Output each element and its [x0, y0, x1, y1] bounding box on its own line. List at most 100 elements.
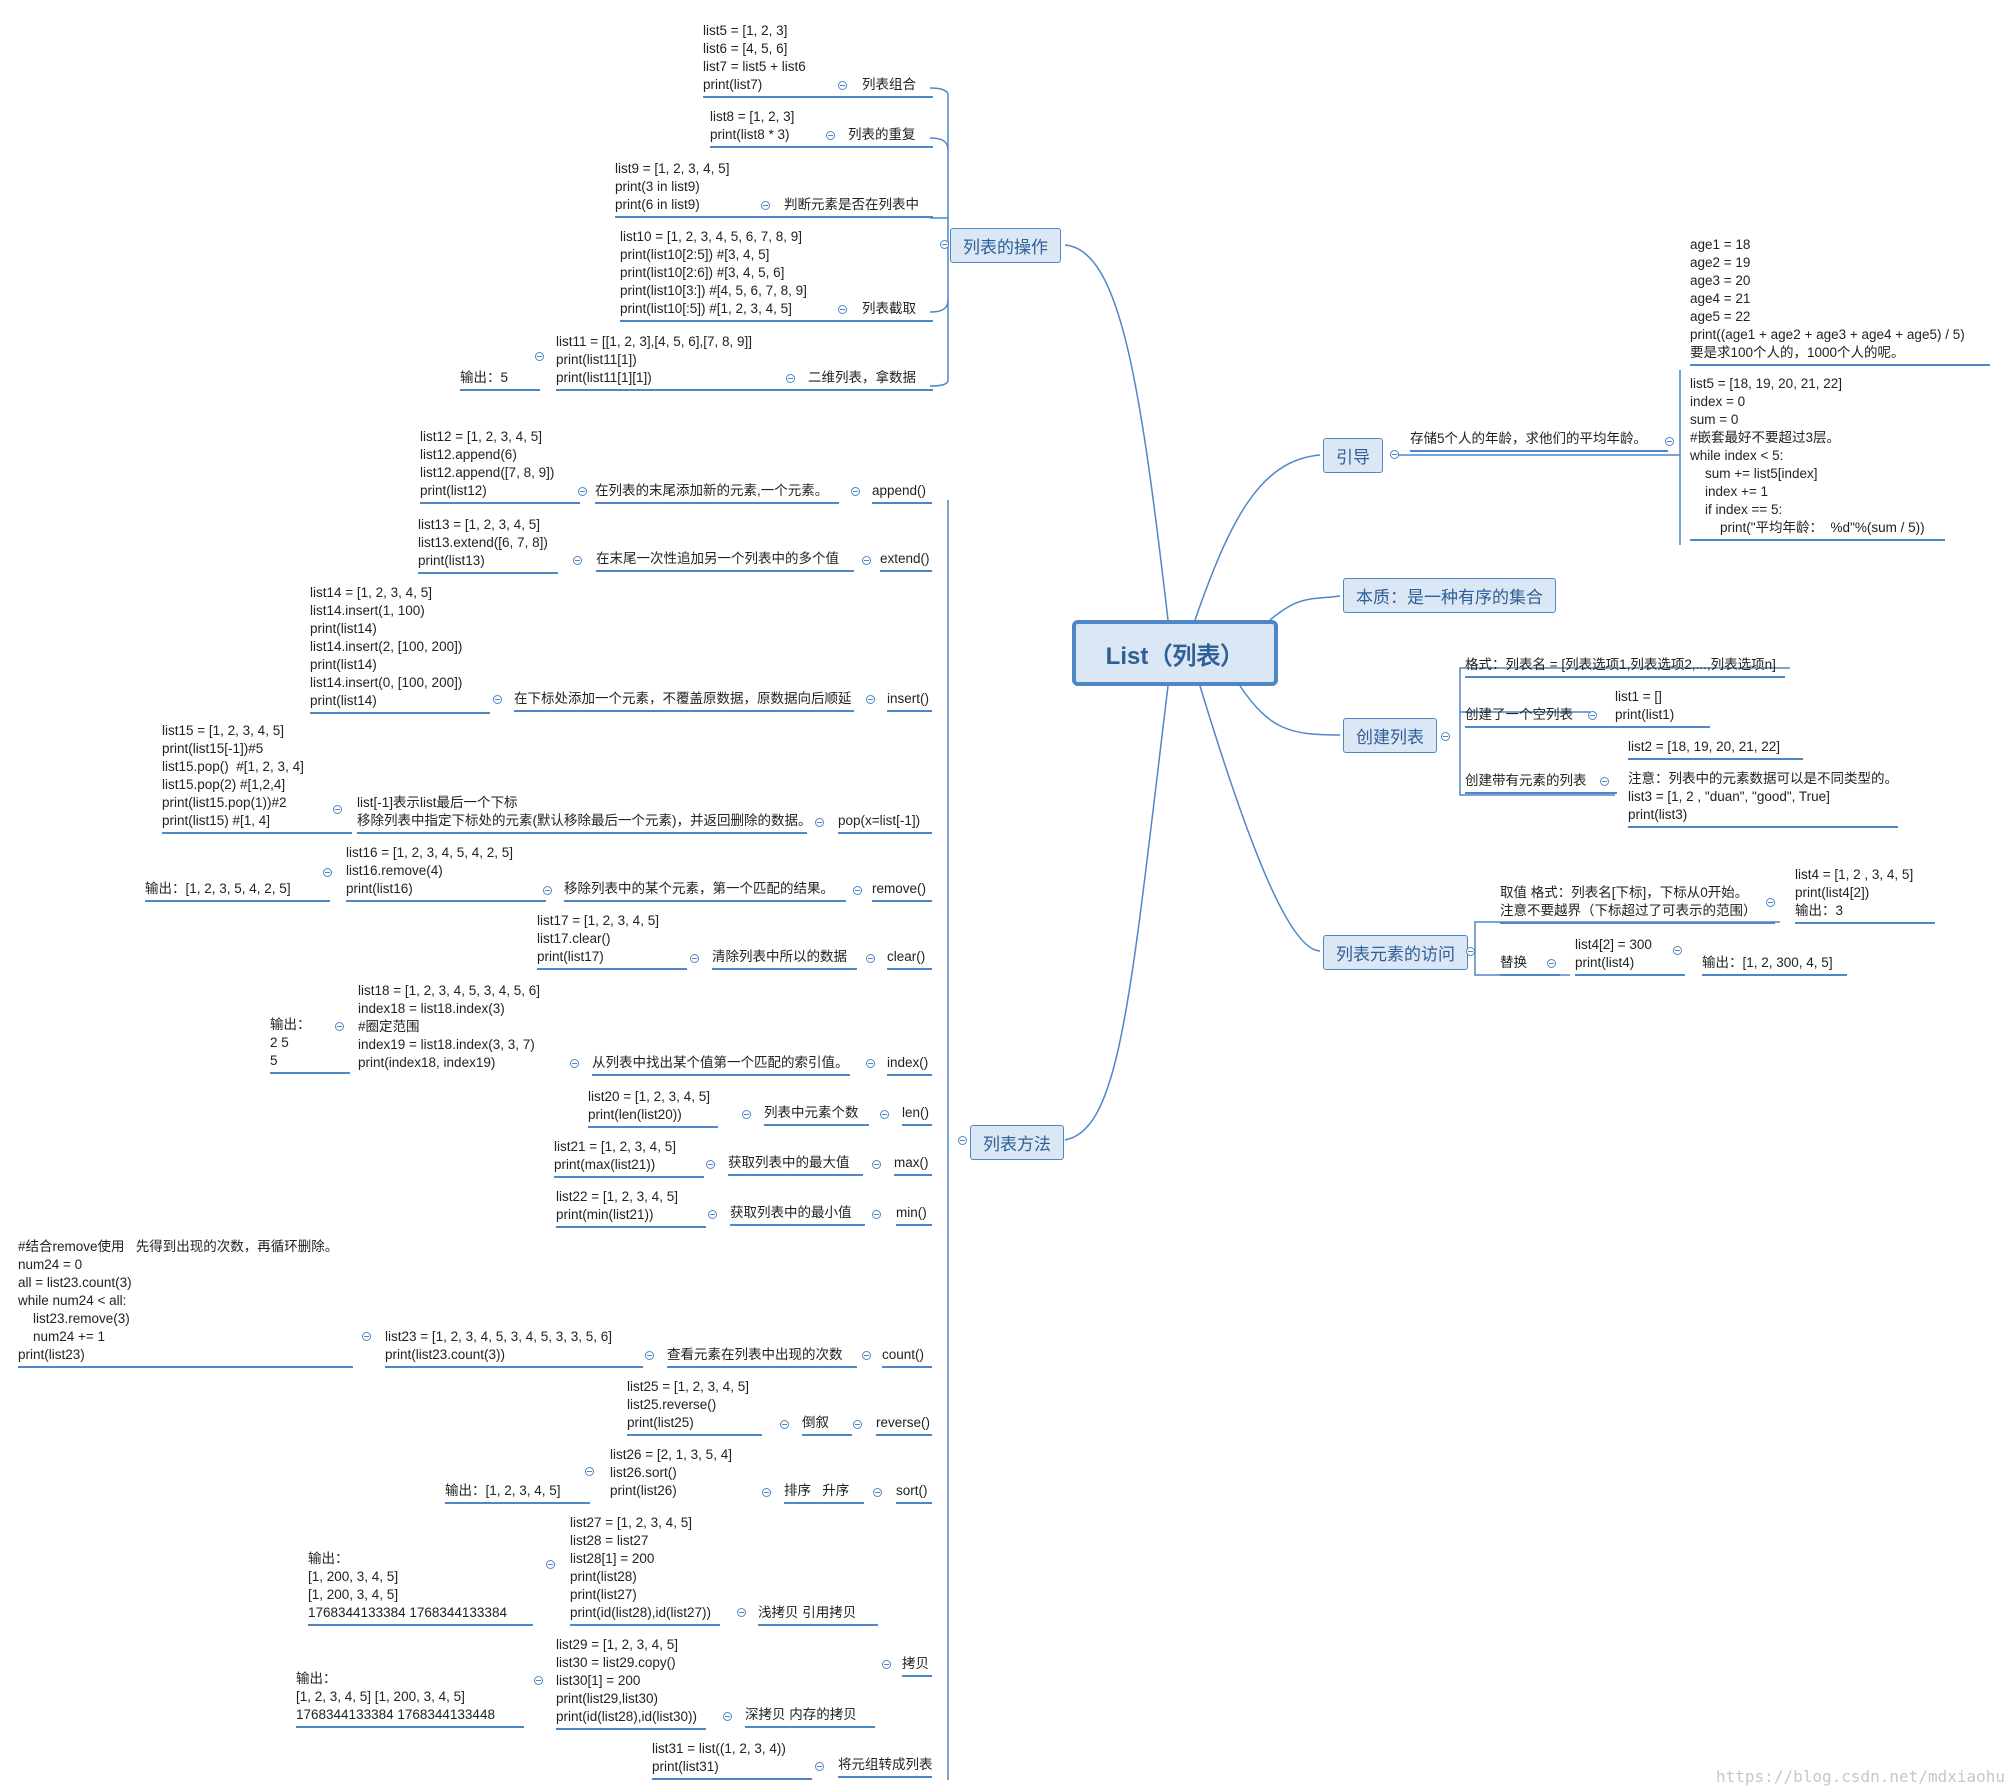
sort-method[interactable]: sort() [896, 1482, 932, 1504]
collapse-toggle-icon[interactable] [323, 868, 332, 877]
collapse-toggle-icon[interactable] [333, 805, 342, 814]
collapse-toggle-icon[interactable] [706, 1160, 715, 1169]
deep-copy-label[interactable]: 深拷贝 内存的拷贝 [745, 1706, 875, 1728]
branch-create-list[interactable]: 创建列表 [1343, 718, 1437, 753]
collapse-toggle-icon[interactable] [762, 1488, 771, 1497]
pop-method[interactable]: pop(x=list[-1]) [838, 812, 932, 834]
collapse-toggle-icon[interactable] [815, 818, 824, 827]
branch-essence[interactable]: 本质：是一种有序的集合 [1343, 578, 1556, 613]
collapse-toggle-icon[interactable] [872, 1210, 881, 1219]
len-method[interactable]: len() [902, 1104, 932, 1126]
count-method[interactable]: count() [882, 1346, 932, 1368]
collapse-toggle-icon[interactable] [872, 1160, 881, 1169]
shallow-copy-label[interactable]: 浅拷贝 引用拷贝 [758, 1604, 878, 1626]
combine-label[interactable]: 列表组合 [862, 77, 916, 92]
collapse-toggle-icon[interactable] [1441, 732, 1450, 741]
collapse-toggle-icon[interactable] [826, 131, 835, 140]
collapse-toggle-icon[interactable] [786, 374, 795, 383]
collapse-toggle-icon[interactable] [761, 201, 770, 210]
collapse-toggle-icon[interactable] [1466, 947, 1475, 956]
index-method[interactable]: index() [887, 1054, 932, 1076]
branch-list-methods[interactable]: 列表方法 [970, 1125, 1064, 1160]
collapse-toggle-icon[interactable] [546, 1560, 555, 1569]
collapse-toggle-icon[interactable] [853, 1420, 862, 1429]
collapse-toggle-icon[interactable] [708, 1210, 717, 1219]
collapse-toggle-icon[interactable] [493, 695, 502, 704]
collapse-toggle-icon[interactable] [723, 1712, 732, 1721]
branch-intro[interactable]: 引导 [1323, 438, 1383, 473]
collapse-toggle-icon[interactable] [535, 352, 544, 361]
collapse-toggle-icon[interactable] [737, 1608, 746, 1617]
remove-desc: 移除列表中的某个元素，第一个匹配的结果。 [564, 880, 846, 902]
extend-method[interactable]: extend() [880, 550, 932, 572]
append-method[interactable]: append() [872, 482, 932, 504]
collapse-toggle-icon[interactable] [1390, 450, 1399, 459]
collapse-toggle-icon[interactable] [853, 886, 862, 895]
collapse-toggle-icon[interactable] [866, 954, 875, 963]
collapse-toggle-icon[interactable] [1665, 437, 1674, 446]
collapse-toggle-icon[interactable] [862, 1351, 871, 1360]
collapse-toggle-icon[interactable] [873, 1488, 882, 1497]
tuple-label[interactable]: 将元组转成列表 [838, 1756, 933, 1778]
collapse-toggle-icon[interactable] [573, 556, 582, 565]
2d-list-code: list11 = [[1, 2, 3],[4, 5, 6],[7, 8, 9]]… [556, 333, 933, 391]
collapse-toggle-icon[interactable] [862, 556, 871, 565]
collapse-toggle-icon[interactable] [851, 487, 860, 496]
repeat-label[interactable]: 列表的重复 [848, 127, 916, 142]
slice-label[interactable]: 列表截取 [862, 301, 916, 316]
collapse-toggle-icon[interactable] [880, 1110, 889, 1119]
collapse-toggle-icon[interactable] [1766, 898, 1775, 907]
branch-element-access[interactable]: 列表元素的访问 [1323, 935, 1468, 970]
collapse-toggle-icon[interactable] [335, 1022, 344, 1031]
2d-list-label[interactable]: 二维列表，拿数据 [808, 370, 916, 385]
create-with-elements-code2: 注意：列表中的元素数据可以是不同类型的。 list3 = [1, 2 , "du… [1628, 770, 1898, 828]
collapse-toggle-icon[interactable] [362, 1332, 371, 1341]
max-method[interactable]: max() [894, 1154, 932, 1176]
intro-question[interactable]: 存储5个人的年龄，求他们的平均年龄。 [1410, 430, 1668, 452]
collapse-toggle-icon[interactable] [1673, 946, 1682, 955]
collapse-toggle-icon[interactable] [534, 1676, 543, 1685]
watermark: https://blog.csdn.net/mdxiaohu [1716, 1767, 2005, 1786]
max-desc: 获取列表中的最大值 [728, 1154, 863, 1176]
clear-method[interactable]: clear() [887, 948, 932, 970]
collapse-toggle-icon[interactable] [838, 305, 847, 314]
collapse-toggle-icon[interactable] [645, 1351, 654, 1360]
remove-method[interactable]: remove() [872, 880, 932, 902]
deep-copy-output: 输出： [1, 2, 3, 4, 5] [1, 200, 3, 4, 5] 17… [296, 1670, 524, 1728]
collapse-toggle-icon[interactable] [543, 886, 552, 895]
collapse-toggle-icon[interactable] [882, 1660, 891, 1669]
slice-code: list10 = [1, 2, 3, 4, 5, 6, 7, 8, 9] pri… [620, 228, 933, 322]
root-node[interactable]: List（列表） [1072, 620, 1278, 686]
collapse-toggle-icon[interactable] [1588, 711, 1597, 720]
access-replace-label[interactable]: 替换 [1500, 954, 1560, 976]
collapse-toggle-icon[interactable] [866, 1059, 875, 1068]
collapse-toggle-icon[interactable] [690, 954, 699, 963]
collapse-toggle-icon[interactable] [815, 1762, 824, 1771]
create-with-elements-label[interactable]: 创建带有元素的列表 [1465, 772, 1617, 794]
collapse-toggle-icon[interactable] [958, 1136, 967, 1145]
collapse-toggle-icon[interactable] [838, 81, 847, 90]
collapse-toggle-icon[interactable] [570, 1059, 579, 1068]
collapse-toggle-icon[interactable] [742, 1110, 751, 1119]
intro-code-loop: list5 = [18, 19, 20, 21, 22] index = 0 s… [1690, 375, 1945, 541]
collapse-toggle-icon[interactable] [585, 1467, 594, 1476]
insert-method[interactable]: insert() [887, 690, 932, 712]
create-empty-label[interactable]: 创建了一个空列表 [1465, 706, 1617, 728]
collapse-toggle-icon[interactable] [1547, 959, 1556, 968]
sort-output: 输出：[1, 2, 3, 4, 5] [445, 1482, 590, 1504]
branch-list-operations[interactable]: 列表的操作 [950, 228, 1061, 263]
collapse-toggle-icon[interactable] [1600, 777, 1609, 786]
access-get-label[interactable]: 取值 格式：列表名[下标]，下标从0开始。 注意不要越界（下标超过了可表示的范围… [1500, 884, 1775, 924]
collapse-toggle-icon[interactable] [940, 240, 949, 249]
min-method[interactable]: min() [896, 1204, 932, 1226]
repeat-code: list8 = [1, 2, 3] print(list8 * 3) [710, 108, 933, 148]
collapse-toggle-icon[interactable] [780, 1420, 789, 1429]
membership-label[interactable]: 判断元素是否在列表中 [784, 197, 919, 212]
collapse-toggle-icon[interactable] [866, 695, 875, 704]
count-extra-code: #结合remove使用 先得到出现的次数，再循环删除。 num24 = 0 al… [18, 1238, 353, 1368]
access-get-code: list4 = [1, 2 , 3, 4, 5] print(list4[2])… [1795, 866, 1935, 924]
reverse-method[interactable]: reverse() [876, 1414, 932, 1436]
copy-method[interactable]: 拷贝 [902, 1655, 932, 1677]
collapse-toggle-icon[interactable] [578, 487, 587, 496]
access-replace-code: list4[2] = 300 print(list4) [1575, 936, 1685, 976]
